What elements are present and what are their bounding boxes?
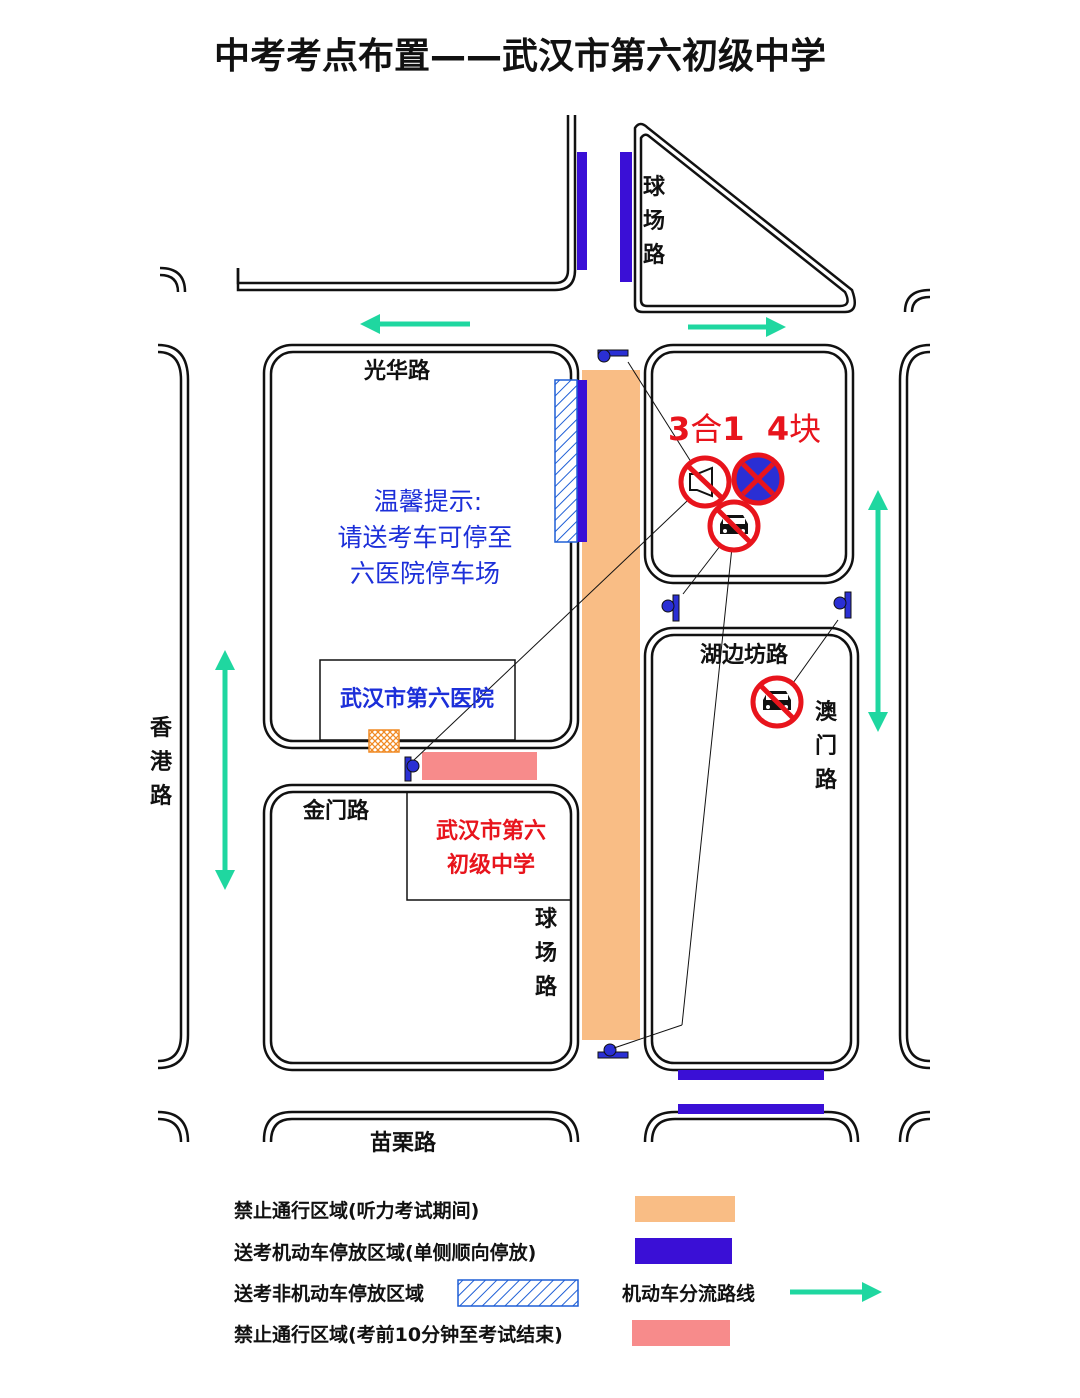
lower-right-block-outer — [643, 626, 860, 1072]
barrier-post-gate — [404, 756, 420, 782]
road-label-xianggang-2: 港 — [150, 750, 173, 775]
corner-curve-top-right-inner — [910, 295, 931, 313]
corner-curve-top-right-outer — [903, 288, 931, 313]
tip-line-3: 六医院停车场 — [350, 559, 500, 588]
diversion-arrows — [215, 314, 888, 890]
bottom-block-right-outer — [643, 1110, 860, 1143]
no-motor-vehicles-icon — [707, 499, 761, 553]
road-label-qiuchang-south-1: 球 — [535, 907, 558, 932]
school-name-line-1: 武汉市第六 — [436, 818, 546, 844]
no-motor-vehicles-icon — [750, 675, 804, 729]
closed-zone-exam — [422, 752, 537, 780]
top-right-block-outer — [643, 343, 855, 585]
motor-parking-qiuchang-north-right — [620, 152, 632, 282]
tip-text: 温馨提示: 请送考车可停至 六医院停车场 — [337, 487, 512, 588]
hospital-building — [319, 659, 516, 741]
map-title: 中考考点布置——武汉市第六初级中学 — [214, 35, 826, 77]
no-honking-icon — [678, 455, 732, 509]
school-building-outline — [406, 792, 571, 901]
school-name-line-2: 初级中学 — [447, 852, 535, 878]
school-name: 武汉市第六 初级中学 — [436, 818, 546, 878]
school-block-inner — [269, 790, 573, 1065]
barrier-post-top — [597, 349, 629, 363]
legend-swatch-bike-parking — [457, 1279, 579, 1307]
block-outline-top-left — [236, 115, 577, 292]
legend-swatch-closed-exam — [632, 1320, 730, 1346]
hospital-block-outer — [262, 343, 580, 750]
road-label-guanghua: 光华路 — [363, 358, 431, 384]
motor-parking-hospital-side — [577, 380, 587, 542]
closed-zone-listening — [582, 370, 640, 1040]
road-label-aomen-1: 澳 — [815, 699, 838, 725]
school-gate-marker — [368, 729, 400, 753]
legend-label-motor-parking: 送考机动车停放区域(单侧顺向停放) — [234, 1241, 536, 1264]
motor-parking-qiuchang-north-left — [577, 152, 587, 270]
motor-parking-bottom-upper — [678, 1070, 824, 1080]
legend-swatch-motor-parking — [635, 1238, 732, 1264]
road-label-aomen-2: 门 — [815, 733, 837, 759]
legend-label-closed-listening: 禁止通行区域(听力考试期间) — [234, 1199, 479, 1222]
road-outlines — [157, 115, 931, 1143]
barrier-post-bottom — [597, 1043, 629, 1059]
right-road-block-inner — [905, 350, 931, 1063]
road-label-qiuchang-north-3: 路 — [643, 242, 666, 268]
road-label-hubianfang: 湖边坊路 — [700, 642, 789, 668]
legend-label-closed-exam: 禁止通行区域(考前10分钟至考试结束) — [234, 1323, 563, 1346]
legend-label-diversion: 机动车分流路线 — [622, 1282, 755, 1305]
triangle-block-outer — [633, 122, 857, 314]
no-parking-icon — [731, 452, 785, 506]
leader-line-center — [681, 527, 735, 1026]
road-label-xianggang-1: 香 — [150, 716, 172, 741]
legend: 禁止通行区域(听力考试期间) 送考机动车停放区域(单侧顺向停放) 送考非机动车停… — [234, 1196, 882, 1346]
road-label-qiuchang-north-2: 场 — [643, 209, 665, 234]
bottom-block-left-outer — [262, 1110, 580, 1143]
leader-line-bottom — [613, 1024, 683, 1049]
tip-line-2: 请送考车可停至 — [337, 523, 512, 552]
bottom-block-right-inner — [650, 1117, 853, 1143]
barrier-post-mid-right — [833, 591, 852, 619]
road-label-qiuchang-south-2: 场 — [535, 941, 557, 966]
corner-curve-top-left-inner — [159, 273, 180, 293]
xianggang-road-left-block-outer — [157, 343, 190, 1070]
school-block-outer — [262, 783, 580, 1072]
tip-line-1: 温馨提示: — [374, 487, 482, 516]
lower-right-block-inner — [650, 633, 853, 1065]
corner-curve-bottom-right-inner — [905, 1117, 931, 1143]
road-label-qiuchang-north-1: 球 — [643, 175, 666, 200]
legend-label-bike-parking: 送考非机动车停放区域 — [234, 1282, 424, 1305]
road-label-aomen-3: 路 — [815, 767, 838, 793]
barrier-post-mid-left — [661, 594, 680, 622]
block-outline-top-left-inner — [236, 115, 570, 285]
xianggang-road-left-block-inner — [157, 350, 183, 1063]
motor-parking-bottom-lower — [678, 1104, 824, 1114]
corner-curve-top-left-outer — [159, 266, 187, 293]
road-label-qiuchang-south-3: 路 — [535, 974, 558, 1000]
legend-swatch-closed-listening — [635, 1196, 735, 1222]
top-right-block-inner — [650, 350, 848, 578]
bottom-block-left-inner — [269, 1117, 573, 1143]
corner-curve-bottom-left-inner — [157, 1117, 183, 1143]
road-label-xianggang-3: 路 — [150, 783, 173, 809]
road-label-miaoli: 苗栗路 — [370, 1130, 437, 1156]
leader-line-gate — [413, 483, 706, 761]
hospital-name: 武汉市第六医院 — [340, 686, 494, 712]
barriers — [404, 349, 852, 1059]
corner-curve-bottom-right-outer — [898, 1110, 931, 1143]
bike-parking-zone — [554, 379, 578, 543]
road-labels: 球 场 路 光华路 湖边坊路 澳 门 路 香 港 路 金门路 球 场 路 苗栗路 — [150, 175, 838, 1156]
triangle-block-inner — [639, 133, 849, 308]
hospital-block-inner — [269, 350, 573, 743]
road-label-jinmen: 金门路 — [302, 798, 370, 824]
right-road-block-outer — [898, 343, 931, 1070]
corner-curve-bottom-left-outer — [157, 1110, 190, 1143]
sign-group-label: 3合1 4块 — [668, 410, 821, 448]
